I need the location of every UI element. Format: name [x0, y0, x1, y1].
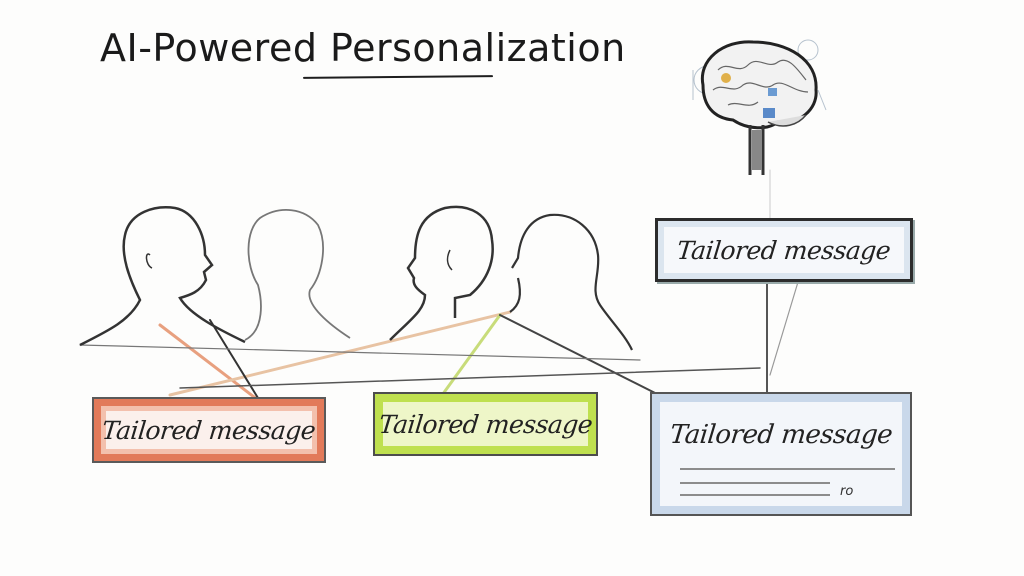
page-title: AI-Powered Personalization	[100, 26, 626, 70]
message-label: Tailored message	[100, 415, 318, 445]
tailored-message-card-red: Tailored message	[92, 397, 326, 463]
text-line-placeholder	[680, 482, 830, 484]
person-2-icon	[244, 209, 351, 341]
connection-lines	[79, 169, 799, 402]
person-3-icon	[389, 205, 494, 341]
tailored-message-card-green: Tailored message	[373, 392, 598, 456]
footer-mark: ro	[840, 484, 854, 499]
message-label: Tailored message	[675, 235, 893, 265]
brain-circuit-icon	[692, 39, 827, 175]
message-label: Tailored message	[377, 409, 594, 439]
text-line-placeholder	[680, 468, 895, 470]
person-1-icon	[79, 206, 246, 347]
tailored-message-card-top-right: Tailored message	[655, 218, 913, 282]
text-line-placeholder	[680, 494, 830, 496]
message-label: Tailored message	[668, 420, 894, 450]
person-4-icon	[509, 213, 633, 351]
tailored-message-card-bottom-right: Tailored message	[650, 392, 912, 516]
